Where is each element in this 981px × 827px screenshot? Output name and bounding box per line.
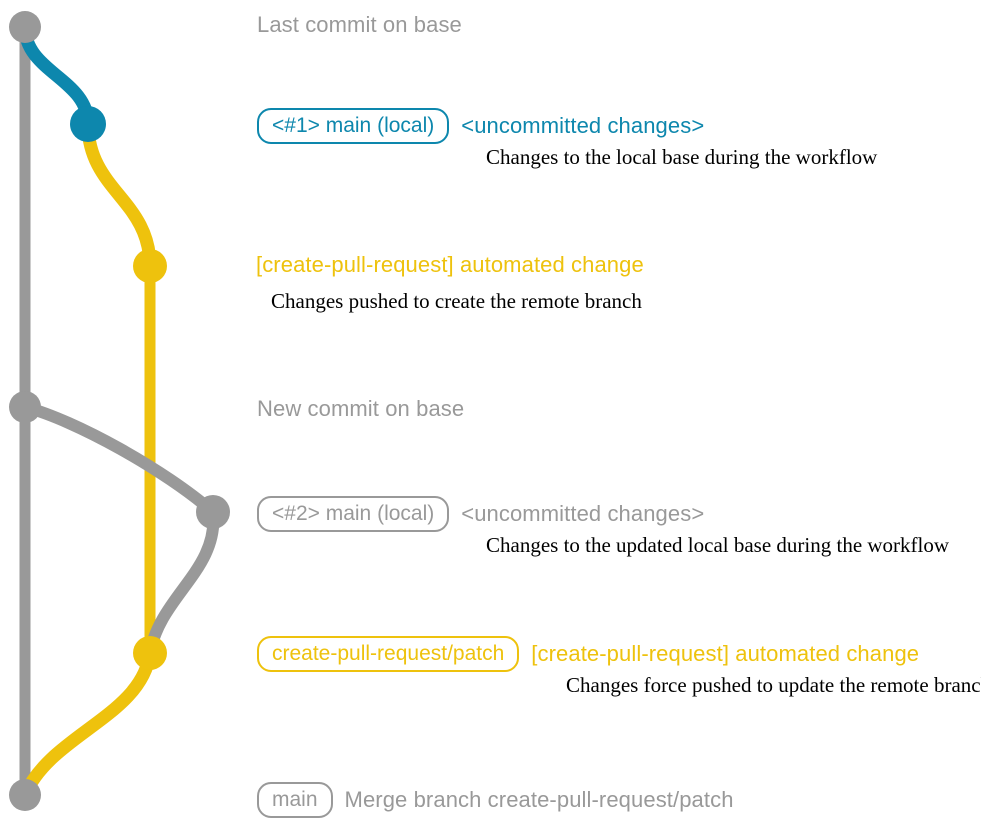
automated-commit-2-node[interactable] bbox=[133, 636, 167, 670]
row-new-commit-on-base: New commit on base bbox=[257, 396, 464, 422]
automated-branch-line-1 bbox=[81, 117, 157, 273]
branch-badge-main[interactable]: main bbox=[257, 782, 333, 818]
commit-message-local-main-1: <uncommitted changes> bbox=[461, 113, 705, 138]
row-merge-commit: main Merge branch create-pull-request/pa… bbox=[257, 782, 734, 818]
description-local-main-1: Changes to the local base during the wor… bbox=[486, 145, 878, 169]
row-local-main-1: <#1> main (local) <uncommitted changes> bbox=[257, 108, 704, 144]
branch-badge-local-main-1[interactable]: <#1> main (local) bbox=[257, 108, 450, 144]
commit-message-new-commit-on-base: New commit on base bbox=[257, 396, 465, 421]
commit-message-automated-change-1: [create-pull-request] automated change bbox=[256, 252, 644, 277]
row-last-commit-on-base: Last commit on base bbox=[257, 12, 462, 38]
local-2-to-automated-2-line bbox=[144, 506, 220, 659]
local-commit-2-node[interactable] bbox=[196, 495, 230, 529]
merge-line bbox=[18, 646, 157, 802]
description-automated-change-1: Changes pushed to create the remote bran… bbox=[271, 289, 642, 313]
local-commit-1-node[interactable] bbox=[70, 106, 106, 142]
base-head-node[interactable] bbox=[9, 11, 41, 43]
row-local-main-2: <#2> main (local) <uncommitted changes> bbox=[257, 496, 704, 532]
row-automated-change-1: [create-pull-request] automated change bbox=[256, 252, 644, 278]
description-local-main-2: Changes to the updated local base during… bbox=[486, 533, 950, 557]
commit-message-automated-change-2: [create-pull-request] automated change bbox=[531, 641, 920, 666]
branch-badge-create-pull-request-patch[interactable]: create-pull-request/patch bbox=[257, 636, 520, 672]
description-automated-change-2: Changes force pushed to update the remot… bbox=[566, 673, 981, 697]
commit-message-local-main-2: <uncommitted changes> bbox=[461, 501, 705, 526]
base-new-commit-node[interactable] bbox=[9, 391, 41, 423]
branch-badge-local-main-2[interactable]: <#2> main (local) bbox=[257, 496, 450, 532]
automated-commit-1-node[interactable] bbox=[133, 249, 167, 283]
base-to-local-2-line bbox=[19, 401, 219, 518]
commit-message-merge-commit: Merge branch create-pull-request/patch bbox=[344, 787, 734, 812]
commit-message-last-commit-on-base: Last commit on base bbox=[257, 12, 462, 37]
merge-commit-node[interactable] bbox=[9, 779, 41, 811]
row-automated-change-2: create-pull-request/patch [create-pull-r… bbox=[257, 636, 919, 672]
